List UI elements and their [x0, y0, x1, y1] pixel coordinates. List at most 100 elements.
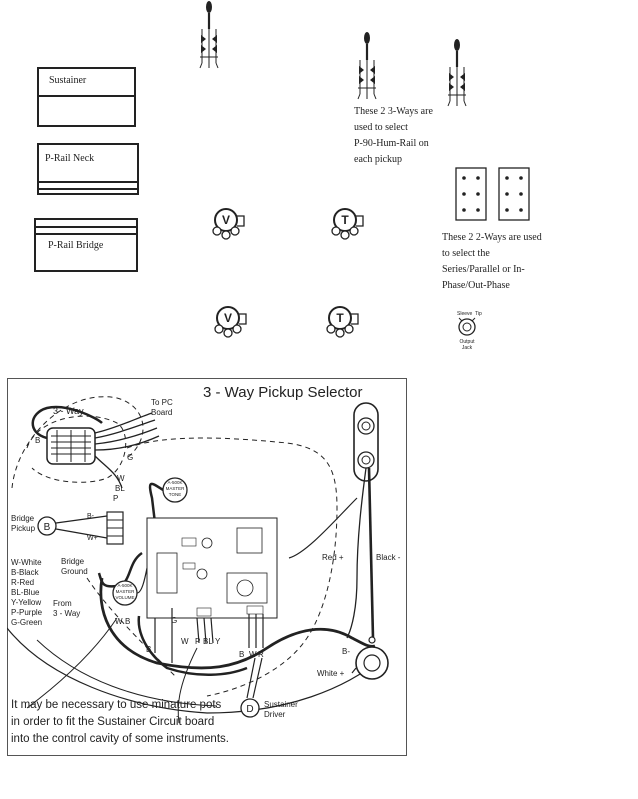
wire-letter: P [195, 637, 200, 646]
prail-bridge-rail-bottom [36, 233, 136, 235]
black-wire [137, 615, 248, 676]
jack-tip-label: Tip [475, 311, 482, 317]
jack-caption: Output [459, 339, 475, 345]
prail-neck-pickup: P-Rail Neck [37, 143, 139, 195]
wire [55, 515, 108, 524]
white-plus-label: White + [317, 669, 345, 678]
master-volume-label: MASTER [116, 589, 136, 594]
black-wire [99, 577, 376, 670]
tone-knob-letter: T [341, 213, 349, 227]
master-tone-label: A-500K [167, 480, 182, 485]
driver-letter: D [246, 704, 253, 715]
note-line: used to select [354, 122, 408, 133]
wire-letter: BL [115, 484, 125, 493]
black-minus-label: Black - [376, 553, 401, 562]
legend-item: W-White [11, 558, 42, 567]
sustainer-driver-label: Driver [264, 710, 286, 719]
note-line: These 2 2-Ways are used [442, 232, 542, 243]
body-edge-outline [86, 577, 178, 679]
volume-knob-letter: V [222, 213, 230, 227]
cavity-note: into the control cavity of some instrume… [11, 733, 229, 745]
three-way-switch-icon [446, 37, 468, 108]
red-plus-label: Red + [322, 553, 344, 562]
wire [94, 419, 156, 439]
black-wire [367, 467, 375, 639]
two-way-switch-icon [455, 167, 487, 221]
legend-item: BL-Blue [11, 588, 40, 597]
note-line: Phase/Out-Phase [442, 280, 510, 291]
legend-item: R-Red [11, 578, 34, 587]
output-jack-icon [458, 317, 476, 336]
wire-letter: B [35, 436, 40, 445]
sustainer-driver-icon [240, 698, 260, 718]
wiring-diagram: 3 - Way Pickup Selector 3 - Way B To PC … [7, 378, 407, 756]
sustainer-driver-label: Sustainer [264, 700, 298, 709]
body-edge-line [36, 639, 218, 707]
jack-sleeve-label: Sleeve [457, 311, 473, 317]
prail-neck-label: P-Rail Neck [45, 153, 95, 164]
top-components: V T V T Sleeve Tip Output Jack [198, 0, 530, 351]
wire-letter: B [125, 617, 130, 626]
to-pc-board-label: Board [151, 408, 172, 417]
legend-item: G-Green [11, 618, 42, 627]
tone-knob-letter: T [336, 311, 344, 325]
three-way-note: These 2 3-Ways are used to select P-90-H… [354, 104, 433, 168]
three-way-switch-icon [356, 30, 378, 101]
prail-bridge-pickup: P-Rail Bridge [34, 218, 138, 272]
sustainer-pickup: Sustainer [37, 67, 136, 127]
wire-letter: R [258, 650, 264, 659]
jack-socket [355, 636, 389, 680]
red-wire [346, 467, 367, 639]
cavity-note: in order to fit the Sustainer Circuit bo… [11, 716, 214, 728]
jack-caption: Jack [462, 345, 473, 351]
black-wire [148, 482, 164, 524]
wire [94, 427, 158, 445]
note-line: P-90-Hum-Rail on [354, 138, 429, 149]
wire [94, 455, 123, 489]
note-line: to select the [442, 248, 490, 259]
master-tone-label: TONE [169, 492, 181, 497]
note-line: These 2 3-Ways are [354, 106, 433, 117]
control-cavity-outline [126, 437, 338, 697]
sustainer-divider [39, 95, 134, 97]
bridge-letter: B [44, 522, 51, 533]
bridge-pickup-label: Bridge [11, 514, 35, 523]
volume-knob-letter: V [224, 311, 232, 325]
wire-letter: B- [87, 513, 95, 520]
cavity-note: It may be necessary to use minature pots [11, 699, 222, 711]
wire-letter: G [127, 453, 133, 462]
pc-board [146, 517, 278, 619]
three-way-label: 3 - Way [53, 406, 84, 416]
master-tone-label: MASTER [166, 486, 186, 491]
from-three-way-label: 3 - Way [53, 609, 80, 618]
wire [94, 435, 160, 451]
wire-letter: W [181, 637, 189, 646]
master-volume-label: A-500K [117, 583, 132, 588]
output-jack-plate [353, 402, 379, 482]
bridge-pickup-icon [37, 516, 57, 536]
wire-letter: W [115, 617, 123, 626]
sustainer-label: Sustainer [49, 75, 87, 86]
wire-letter: B- [342, 647, 350, 656]
legend-item: B-Black [11, 568, 40, 577]
prail-bridge-label: P-Rail Bridge [48, 240, 104, 251]
body-edge-line [7, 627, 383, 714]
wire-letter: Y [215, 637, 221, 646]
three-way-switch-icon [198, 0, 220, 70]
wire-letter: W [117, 474, 125, 483]
three-way-selector [46, 427, 96, 465]
to-pc-board-label: To PC [151, 398, 173, 407]
wire-letter: W+ [87, 535, 98, 542]
legend-item: Y-Yellow [11, 598, 41, 607]
master-volume-label: VOLUME [115, 595, 134, 600]
wire-letter: BL [203, 637, 213, 646]
wire [94, 412, 153, 434]
bridge-pickup-label: Pickup [11, 524, 36, 533]
bridge-ground-label: Bridge [61, 557, 85, 566]
wire-letter: G [171, 616, 177, 625]
prail-neck-rail-top [39, 181, 137, 183]
legend-item: P-Purple [11, 608, 43, 617]
note-line: each pickup [354, 154, 403, 165]
prail-neck-rail-bottom [39, 188, 137, 190]
black-wire [31, 405, 103, 440]
